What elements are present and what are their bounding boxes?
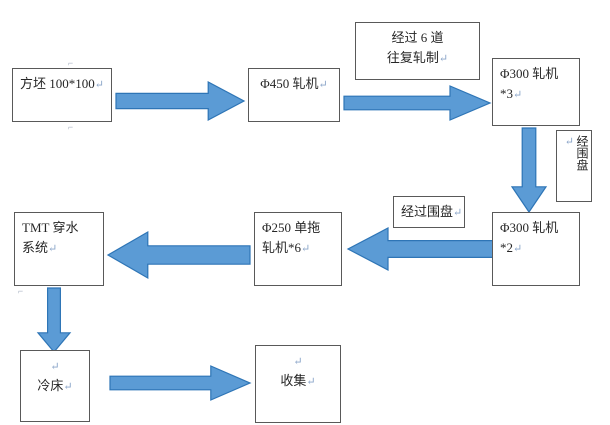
coil-box-vertical-note: 经围盘↵ <box>556 130 592 202</box>
arrow-mill300x3-to-mill300x2 <box>510 127 548 214</box>
billet-box: 方坯 100*100↵ <box>12 68 112 122</box>
tmt-water-cooling-box: TMT 穿水系统↵ <box>14 212 104 286</box>
arrow-coolbed-to-collect <box>109 365 252 401</box>
cooling-bed-box: ↵冷床↵ <box>20 350 90 422</box>
paragraph-mark-icon: ↵ <box>453 207 463 219</box>
arrow-mill300x2-to-mill250 <box>346 227 495 271</box>
paragraph-mark-icon: ↵ <box>293 356 303 368</box>
six-pass-note-box-line-2: 往复轧制↵ <box>386 50 449 66</box>
paragraph-mark-icon: ↵ <box>318 79 328 91</box>
paragraph-mark-icon: ↵ <box>48 243 58 256</box>
mill-300-x2-box: Φ300 轧机 *2↵ <box>492 212 580 286</box>
paragraph-mark-icon: ↵ <box>50 361 60 373</box>
mill-250-single-drive-box-line-2: 轧机*6↵ <box>262 240 311 256</box>
mill-300-x3-box-line-1: Φ300 轧机 <box>500 66 559 81</box>
coil-box-vertical-note-text: 经围盘 <box>575 135 589 171</box>
billet-box-line-1: 方坯 100*100↵ <box>20 76 104 91</box>
tmt-water-cooling-box-line-2: 系统↵ <box>22 240 58 256</box>
mill-300-x3-box: Φ300 轧机 *3↵ <box>492 58 580 126</box>
arrow-billet-to-mill450 <box>115 81 246 121</box>
cooling-bed-box-line-1: ↵ <box>28 356 82 376</box>
collection-box-line-2: 收集↵ <box>280 373 316 389</box>
mill-250-single-drive-box: Φ250 单拖轧机*6↵ <box>254 212 342 286</box>
tmt-water-cooling-box-line-1: TMT 穿水 <box>22 220 79 235</box>
mill-300-x2-box-line-1: Φ300 轧机 <box>500 220 559 235</box>
paragraph-mark-icon: ↵ <box>63 381 73 394</box>
mill-450-box-line-1: Φ450 轧机↵ <box>260 76 328 91</box>
via-coil-box-note-line-1: 经过围盘↵ <box>401 204 463 219</box>
anchor-mark-top-left: ⌐ <box>68 58 74 68</box>
mill-450-box: Φ450 轧机↵ <box>248 68 340 122</box>
cooling-bed-box-line-2: 冷床↵ <box>37 378 73 394</box>
paragraph-mark-icon: ↵ <box>562 135 575 148</box>
arrow-mill250-to-tmt <box>106 230 251 280</box>
paragraph-mark-icon: ↵ <box>513 243 523 256</box>
arrow-tmt-to-coolbed <box>36 287 72 353</box>
collection-box-line-1: ↵ <box>263 351 333 371</box>
six-pass-note-box: 经过 6 道往复轧制↵ <box>355 22 480 80</box>
paragraph-mark-icon: ↵ <box>94 79 104 91</box>
collection-box: ↵收集↵ <box>255 345 341 423</box>
paragraph-mark-icon: ↵ <box>306 376 316 389</box>
paragraph-mark-icon: ↵ <box>438 53 449 66</box>
mill-300-x2-box-line-2: *2↵ <box>500 240 523 256</box>
paragraph-mark-icon: ↵ <box>301 243 311 256</box>
arrow-mill450-to-mill300x3 <box>343 85 492 121</box>
mill-250-single-drive-box-line-1: Φ250 单拖 <box>262 220 321 235</box>
via-coil-box-note: 经过围盘↵ <box>393 196 465 228</box>
paragraph-mark-icon: ↵ <box>513 89 523 102</box>
six-pass-note-box-line-1: 经过 6 道 <box>391 30 444 45</box>
mill-300-x3-box-line-2: *3↵ <box>500 86 523 102</box>
anchor-mark-tmt-below: ⌐ <box>18 286 24 296</box>
anchor-mark-bottom-left: ⌐ <box>68 122 74 132</box>
